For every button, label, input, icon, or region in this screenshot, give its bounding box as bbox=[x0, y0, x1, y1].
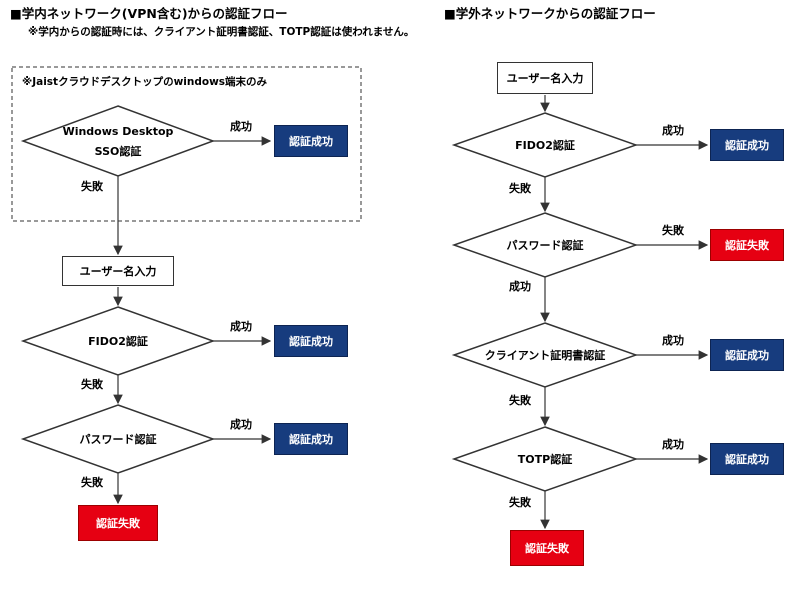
right-cert-decision-label: クライアント証明書認証 bbox=[485, 348, 606, 362]
right-password-decision-label: パスワード認証 bbox=[507, 238, 584, 252]
sso-decision-line1: Windows Desktop bbox=[63, 125, 174, 138]
right-username-input-box: ユーザー名入力 bbox=[497, 62, 593, 94]
left-fido2-success-label: 成功 bbox=[230, 319, 252, 333]
right-flow-title: ■学外ネットワークからの認証フロー bbox=[444, 6, 656, 21]
left-password-decision-label: パスワード認証 bbox=[80, 432, 157, 446]
sso-decision-line2: SSO認証 bbox=[95, 144, 142, 158]
right-totp-decision-label: TOTP認証 bbox=[518, 452, 572, 466]
left-flow-note: ※学内からの認証時には、クライアント証明書認証、TOTP認証は使われません。 bbox=[28, 26, 415, 38]
sso-fail-label: 失敗 bbox=[81, 179, 104, 193]
left-flow-title: ■学内ネットワーク(VPN含む)からの認証フロー bbox=[10, 6, 288, 21]
left-password-success-box: 認証成功 bbox=[274, 423, 348, 455]
sso-group-label: ※Jaistクラウドデスクトップのwindows端末のみ bbox=[22, 76, 268, 88]
left-auth-fail-box: 認証失敗 bbox=[78, 505, 158, 541]
right-password-success-label: 成功 bbox=[509, 279, 531, 293]
right-password-fail-box: 認証失敗 bbox=[710, 229, 784, 261]
right-cert-success-label: 成功 bbox=[662, 333, 684, 347]
right-fido2-fail-label: 失敗 bbox=[509, 181, 532, 195]
right-totp-success-label: 成功 bbox=[662, 437, 684, 451]
sso-success-label: 成功 bbox=[230, 119, 252, 133]
right-totp-success-box: 認証成功 bbox=[710, 443, 784, 475]
right-totp-fail-label: 失敗 bbox=[509, 495, 532, 509]
right-auth-fail-box: 認証失敗 bbox=[510, 530, 584, 566]
right-cert-fail-label: 失敗 bbox=[509, 393, 532, 407]
right-fido2-decision-label: FIDO2認証 bbox=[515, 138, 575, 152]
left-fido2-decision-label: FIDO2認証 bbox=[88, 334, 148, 348]
right-cert-success-box: 認証成功 bbox=[710, 339, 784, 371]
left-username-input-box: ユーザー名入力 bbox=[62, 256, 174, 286]
right-password-fail-label: 失敗 bbox=[662, 223, 685, 237]
left-password-fail-label: 失敗 bbox=[81, 475, 104, 489]
right-fido2-success-label: 成功 bbox=[662, 123, 684, 137]
left-fido2-fail-label: 失敗 bbox=[81, 377, 104, 391]
left-fido2-success-box: 認証成功 bbox=[274, 325, 348, 357]
sso-success-box: 認証成功 bbox=[274, 125, 348, 157]
left-password-success-label: 成功 bbox=[230, 417, 252, 431]
right-fido2-success-box: 認証成功 bbox=[710, 129, 784, 161]
sso-decision-diamond bbox=[20, 105, 216, 177]
